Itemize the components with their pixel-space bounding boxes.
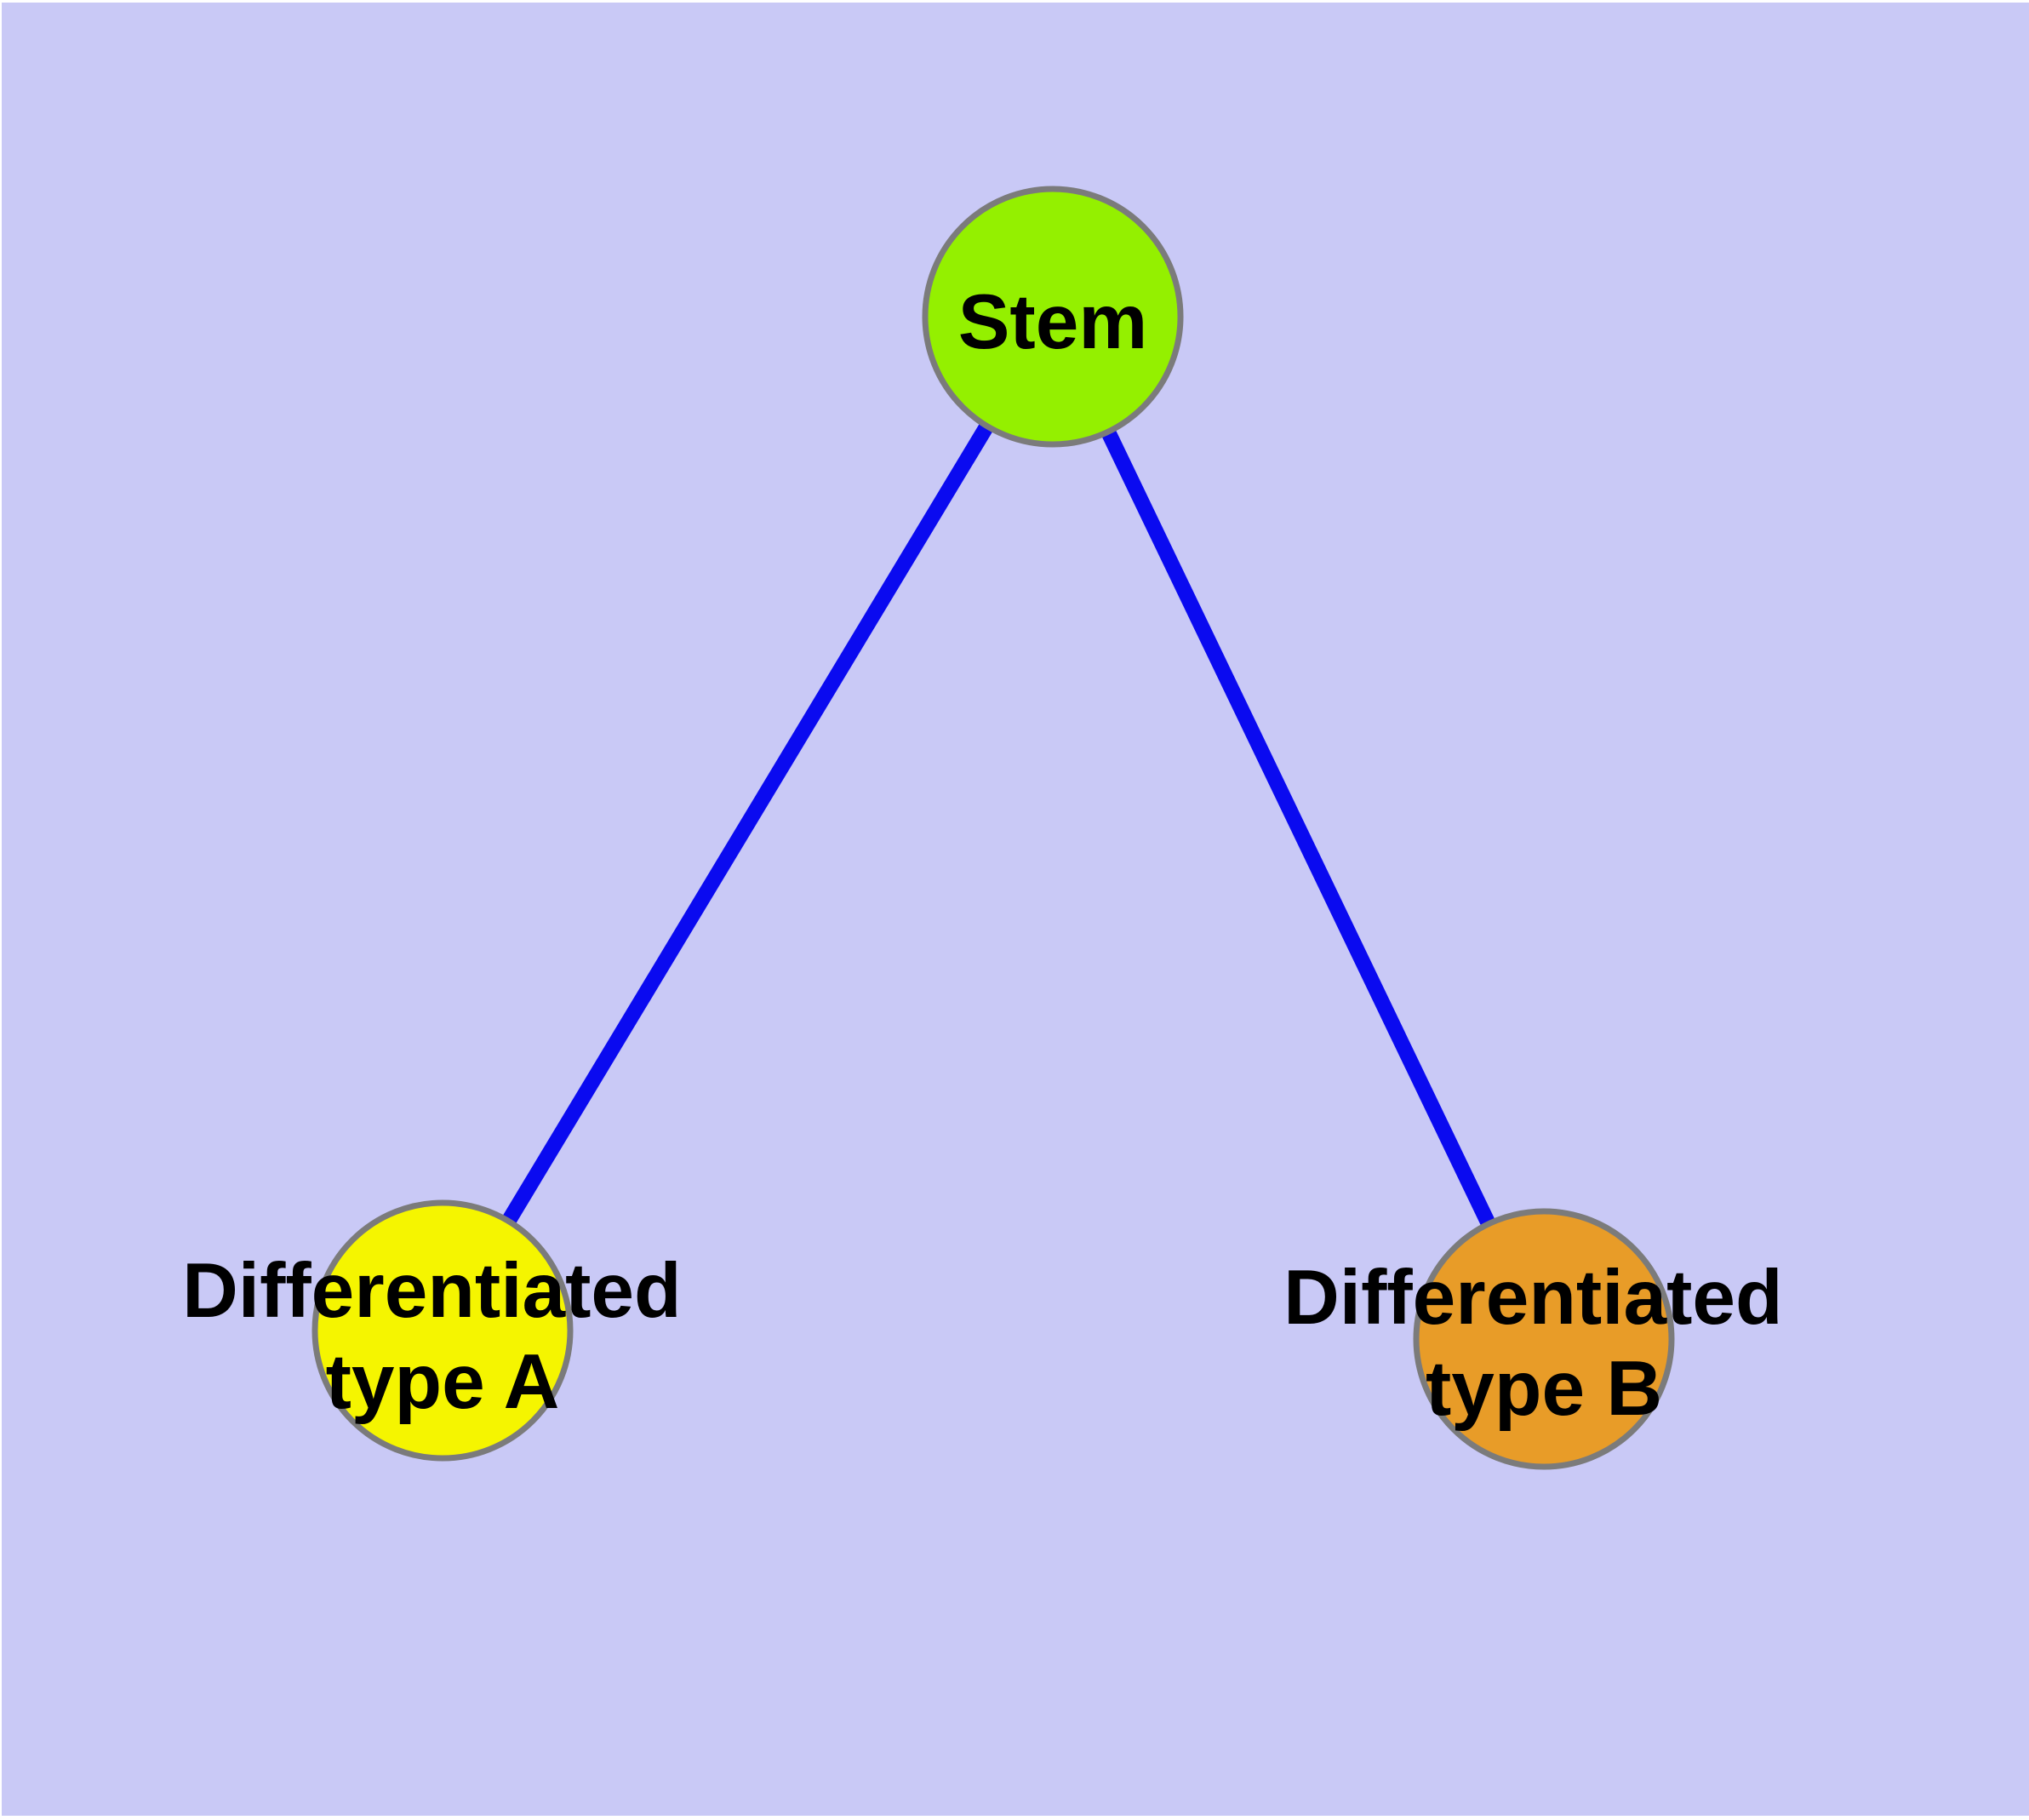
edge-stem-to-type-a — [436, 312, 1060, 1335]
node-type-b-label-line1: Differentiated — [1283, 1255, 1783, 1341]
node-stem[interactable] — [922, 186, 1184, 448]
node-type-a-label: Differentiated type A — [182, 1248, 703, 1425]
node-stem-label: Stem — [958, 279, 1148, 365]
node-differentiated-type-b[interactable] — [1413, 1208, 1675, 1470]
edge-stem-to-type-b — [1045, 313, 1552, 1342]
node-type-a-label-line1: Differentiated — [182, 1248, 682, 1334]
node-type-b-label: Differentiated type B — [1283, 1255, 1804, 1432]
node-differentiated-type-a[interactable] — [311, 1199, 574, 1462]
node-type-b-label-line2: type B — [1426, 1346, 1662, 1432]
node-type-a-label-line2: type A — [326, 1339, 560, 1425]
